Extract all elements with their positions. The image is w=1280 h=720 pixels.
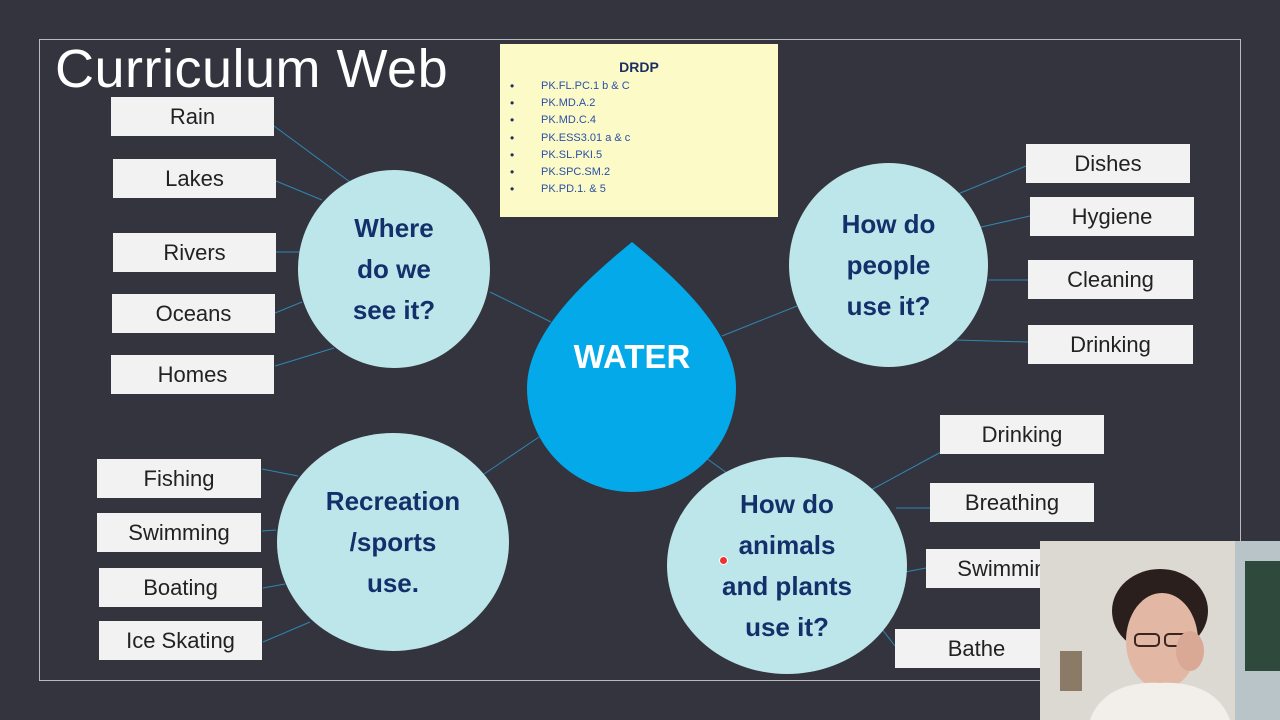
- drdp-item: PK.PD.1. & 5: [510, 181, 768, 198]
- hub-line: use.: [366, 567, 419, 598]
- item-box: Breathing: [930, 483, 1094, 522]
- drdp-list: PK.FL.PC.1 b & C PK.MD.A.2 PK.MD.C.4 PK.…: [510, 78, 768, 199]
- drdp-item: PK.MD.A.2: [510, 95, 768, 112]
- presenter-video-image: [1040, 541, 1280, 720]
- hub-how-do-people-use-it: How do people use it?: [789, 163, 988, 367]
- item-box: Homes: [111, 355, 274, 394]
- connector-line: [262, 583, 286, 589]
- connector-line: [261, 468, 299, 477]
- drdp-item: PK.MD.C.4: [510, 112, 768, 129]
- hub-line: How do: [841, 208, 936, 239]
- item-box: Drinking: [940, 415, 1104, 454]
- center-label: WATER: [573, 338, 691, 375]
- slide-frame: [39, 39, 1241, 681]
- connector-line: [275, 180, 323, 201]
- item-box: Hygiene: [1030, 197, 1194, 236]
- pointer-dot: [719, 556, 728, 565]
- item-box: Rivers: [113, 233, 276, 272]
- drdp-item: PK.SPC.SM.2: [510, 164, 768, 181]
- connector-line: [262, 621, 311, 643]
- hub-line: do we: [357, 253, 431, 284]
- connector-line: [904, 567, 927, 573]
- drdp-item: PK.FL.PC.1 b & C: [510, 78, 768, 95]
- hub-line: use it?: [745, 611, 829, 642]
- hub-line: use it?: [846, 290, 931, 321]
- drdp-standards-note: DRDP PK.FL.PC.1 b & C PK.MD.A.2 PK.MD.C.…: [500, 44, 778, 217]
- connector-line: [273, 125, 351, 183]
- presenter-webcam-overlay: [1040, 541, 1280, 720]
- item-box: Lakes: [113, 159, 276, 198]
- item-box: Boating: [99, 568, 262, 607]
- page-title: Curriculum Web: [55, 39, 449, 99]
- connector-line: [483, 436, 540, 475]
- drdp-item: PK.SL.PKI.5: [510, 147, 768, 164]
- connector-line: [261, 529, 277, 532]
- item-box: Rain: [111, 97, 274, 136]
- hub-line: Recreation: [325, 485, 461, 516]
- item-box: Cleaning: [1028, 260, 1193, 299]
- drdp-item: PK.ESS3.01 a & c: [510, 130, 768, 147]
- item-box: Drinking: [1028, 325, 1193, 364]
- item-box: Swimming: [97, 513, 261, 552]
- connector-line: [957, 165, 1027, 195]
- connector-line: [954, 339, 1029, 343]
- hub-recreation-sports: Recreation /sports use.: [277, 433, 509, 651]
- connector-line: [274, 347, 335, 367]
- item-box: Oceans: [112, 294, 275, 333]
- hub-line: and plants: [721, 570, 852, 601]
- connector-line: [721, 305, 798, 337]
- hub-line: people: [846, 249, 931, 280]
- hub-line: /sports: [349, 526, 437, 557]
- hub-line: see it?: [352, 294, 436, 325]
- water-drop-icon: [527, 242, 736, 492]
- item-box: Ice Skating: [99, 621, 262, 660]
- hub-where-do-we-see-it: Where do we see it?: [298, 170, 490, 368]
- drdp-heading: DRDP: [619, 59, 659, 75]
- hub-line: How do: [740, 488, 834, 519]
- hub-line: Where: [354, 212, 434, 243]
- item-box: Dishes: [1026, 144, 1190, 183]
- item-box: Bathe: [895, 629, 1058, 668]
- connector-line: [489, 291, 552, 323]
- connector-line: [870, 451, 942, 491]
- hub-how-do-animals-and-plants-use-it: How do animals and plants use it?: [667, 457, 907, 674]
- item-box: Fishing: [97, 459, 261, 498]
- connector-line: [274, 301, 303, 314]
- hub-line: animals: [738, 529, 836, 560]
